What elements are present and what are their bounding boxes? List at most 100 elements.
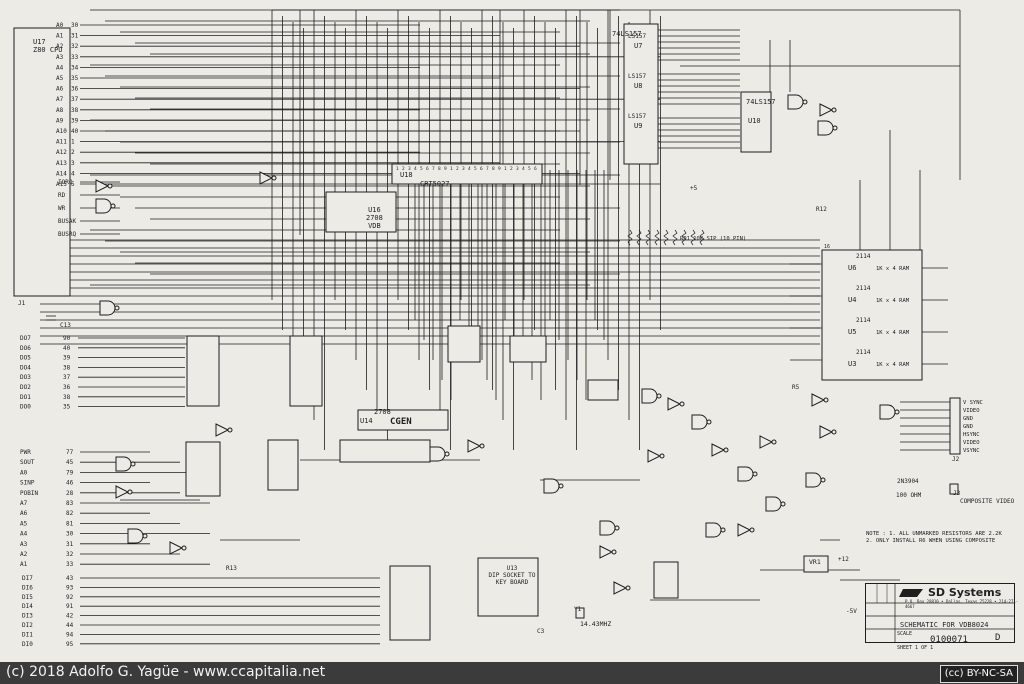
cpu-pin-name: A13 xyxy=(56,160,67,167)
inversion-bubble xyxy=(227,427,233,433)
cpu-pin-number: 4 xyxy=(71,170,75,177)
u10-outline xyxy=(740,91,772,153)
rom2-label: CGEN xyxy=(390,417,412,427)
rom-ref: U16 xyxy=(368,206,381,214)
decoder-u31-outline xyxy=(185,441,221,497)
license-terms: BY-NC-SA xyxy=(966,668,1013,679)
cpu-pin-name: A9 xyxy=(56,117,64,124)
r5-label: R5 xyxy=(792,384,800,391)
kbd-ref: U13 xyxy=(506,565,518,572)
j1-ctrl-pin: A0 xyxy=(20,469,28,476)
nand-gate xyxy=(705,522,722,538)
cpu-pin-number: 2 xyxy=(71,149,75,156)
u26-outline xyxy=(447,325,481,363)
j1-ctrl-number: 33 xyxy=(66,561,74,568)
j1-data-pin: DO4 xyxy=(20,364,31,371)
j1-data-number: 38 xyxy=(63,364,71,371)
ram-ref: U5 xyxy=(848,328,856,336)
j2-signal: V SYNC xyxy=(963,400,983,406)
copyright-credit: (c) 2018 Adolfo G. Yagüe - www.ccapitali… xyxy=(6,664,326,680)
j1-di-number: 42 xyxy=(66,613,74,620)
crt-pin-number: 7 xyxy=(486,166,489,172)
crt-pin-number: 6 xyxy=(480,166,483,172)
inverter-gate xyxy=(467,439,482,453)
inverter-gate xyxy=(115,485,130,499)
inversion-bubble xyxy=(706,419,712,425)
inversion-bubble xyxy=(771,439,777,445)
license-badge[interactable]: (cc) BY-NC-SA xyxy=(939,665,1018,683)
u10-ref: U10 xyxy=(748,117,761,125)
resistor-symbol xyxy=(663,229,669,246)
nand-gate xyxy=(765,496,782,512)
nand-gate xyxy=(879,404,896,420)
cpu-pin-name: A15 xyxy=(56,181,67,188)
inversion-bubble xyxy=(611,549,617,555)
ram-desc: 1K x 4 RAM xyxy=(876,298,910,304)
minus5-label: -5V xyxy=(846,608,857,615)
inversion-bubble xyxy=(558,483,564,489)
u22-outline xyxy=(653,561,679,599)
j1-ctrl-pin: A3 xyxy=(20,541,28,548)
j1-di-pin: DI4 xyxy=(22,603,33,610)
cpu-pin-number: 37 xyxy=(71,96,79,103)
nand-gate xyxy=(599,520,616,536)
inverter-gate xyxy=(819,425,834,439)
j1-ctrl-number: 28 xyxy=(66,490,74,497)
j1-di-pin: DI1 xyxy=(22,631,33,638)
inversion-bubble xyxy=(110,203,116,209)
crt-pin-number: 1 xyxy=(450,166,453,172)
c3-label: C3 xyxy=(537,628,545,635)
mux-ref: U8 xyxy=(634,82,642,90)
crt-pin-number: 9 xyxy=(444,166,447,172)
counter-u12-outline xyxy=(587,379,619,401)
j1-di-number: 95 xyxy=(66,641,74,648)
footer-bar: (c) 2018 Adolfo G. Yagüe - www.ccapitali… xyxy=(0,662,1024,684)
crt-pin-number: 3 xyxy=(408,166,411,172)
nand-gate xyxy=(99,300,116,316)
crt-pin-number: 1 xyxy=(504,166,507,172)
inversion-bubble xyxy=(831,429,837,435)
nand-gate xyxy=(817,120,834,136)
cpu-pin-number: 30 xyxy=(71,22,79,29)
inverter-gate xyxy=(647,449,662,463)
r12-label: R12 xyxy=(816,206,827,213)
crt-pin-number: 1 xyxy=(396,166,399,172)
plus5-label: +5 xyxy=(690,185,698,192)
cpu-pin-name: A7 xyxy=(56,96,64,103)
cpu-pin-name: A6 xyxy=(56,86,64,93)
inversion-bubble xyxy=(614,525,620,531)
j2-signal: VSYNC xyxy=(963,448,980,454)
j1-ctrl-number: 77 xyxy=(66,449,74,456)
u10-name: 74LS157 xyxy=(746,98,776,106)
buffer-u35-outline xyxy=(389,565,431,641)
cpu-pin-number: 3 xyxy=(71,160,75,167)
j1-data-number: 90 xyxy=(63,335,71,342)
cpu-pin-name: A4 xyxy=(56,64,64,71)
crt-pin-number: 7 xyxy=(432,166,435,172)
mux-part: LS157 xyxy=(628,73,646,80)
rom2-ref: U14 xyxy=(360,417,373,425)
cpu-pin-name: A8 xyxy=(56,107,64,114)
j1-ctrl-pin: A5 xyxy=(20,520,28,527)
j1-ctrl-number: 83 xyxy=(66,500,74,507)
mux-top-label: 74LS157 xyxy=(612,30,642,38)
resistor-symbol xyxy=(627,229,633,246)
j1-di-pin: DI6 xyxy=(22,584,33,591)
inversion-bubble xyxy=(831,107,837,113)
r13-label: R13 xyxy=(226,565,237,572)
inversion-bubble xyxy=(820,477,826,483)
cpu-pin-number: 36 xyxy=(71,86,79,93)
brand-name: SD Systems xyxy=(928,586,1002,599)
nand-gate xyxy=(805,472,822,488)
bus-signal-label: BUSAK xyxy=(58,218,76,225)
cpu-pin-number: 1 xyxy=(71,139,75,146)
j1-di-pin: DI0 xyxy=(22,641,33,648)
nand-gate xyxy=(787,94,804,110)
shift-register-outline xyxy=(339,439,431,463)
cpu-pin-number: 34 xyxy=(71,64,79,71)
mux-part: LS157 xyxy=(628,33,646,40)
j1-data-pin: DO3 xyxy=(20,374,31,381)
ram-ref: U6 xyxy=(848,264,856,272)
title-block-frame xyxy=(865,583,1015,643)
